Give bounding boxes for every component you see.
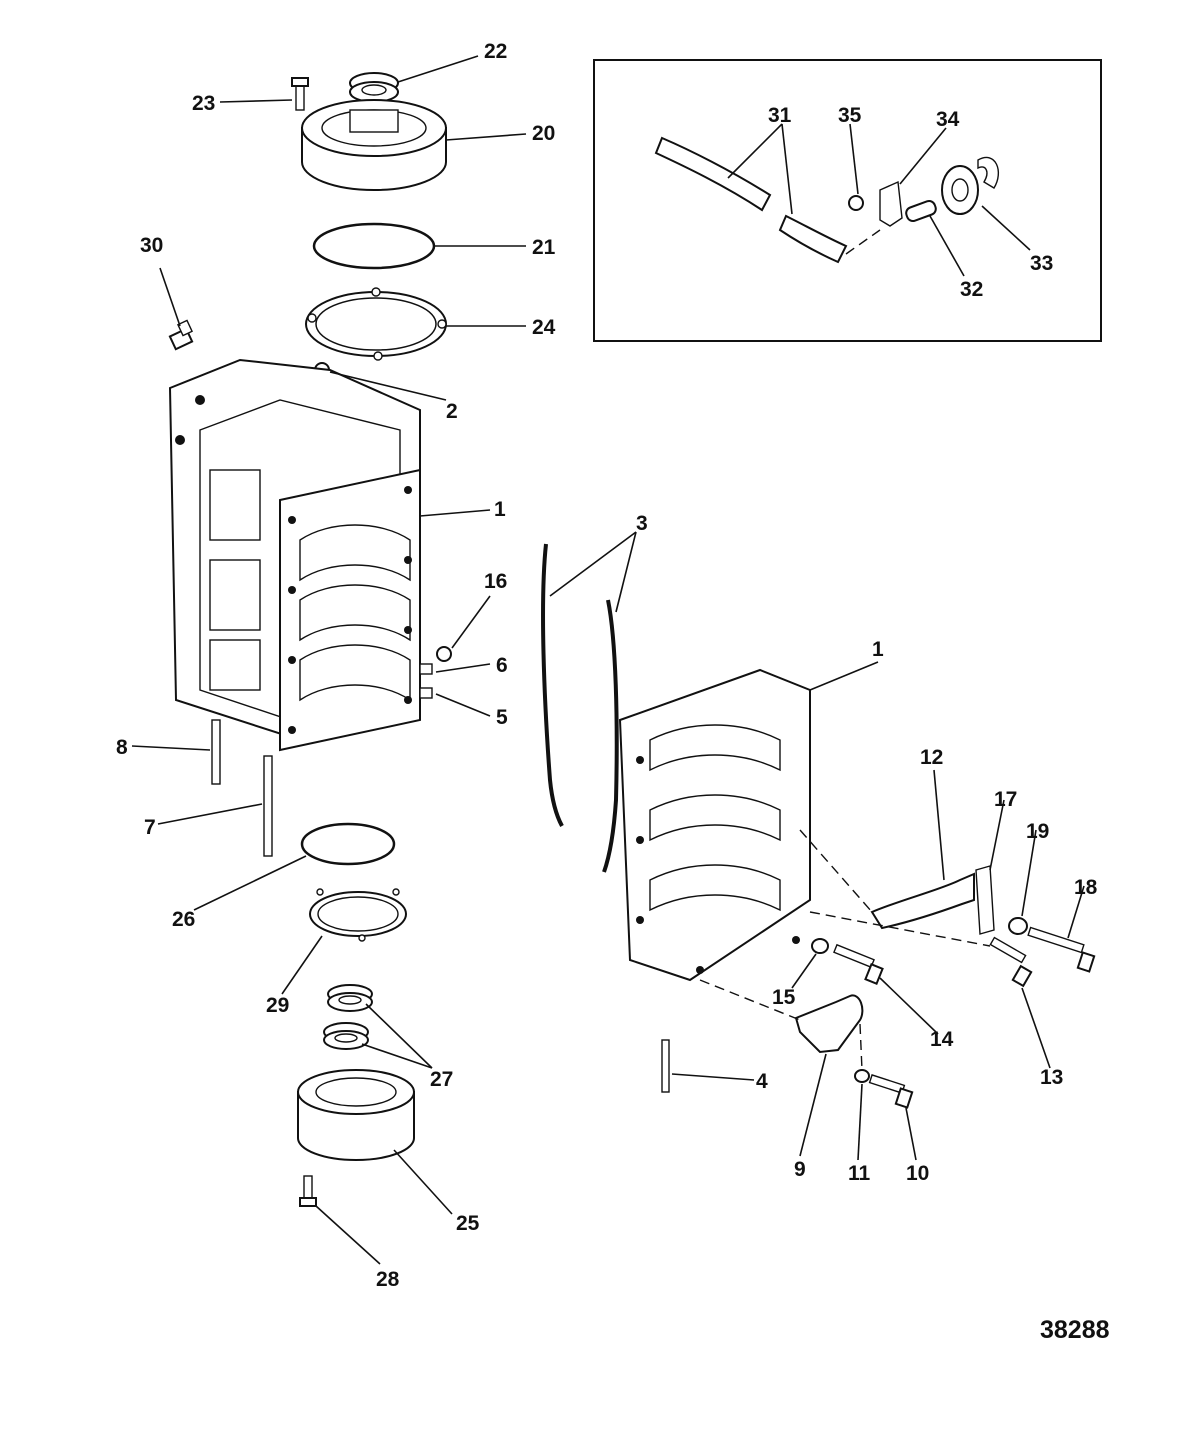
callout-13: 13 <box>1040 1066 1063 1089</box>
callout-22: 22 <box>484 40 507 63</box>
document-number: 38288 <box>1040 1316 1110 1344</box>
stud-part-4 <box>661 1039 670 1093</box>
washer-part-11 <box>854 1069 870 1083</box>
callout-6: 6 <box>496 654 508 677</box>
bolt-part-14 <box>833 943 884 985</box>
bolt-part-23 <box>291 77 309 111</box>
connector-part-33 <box>941 156 999 215</box>
callout-31: 31 <box>768 104 792 127</box>
screw-part-35 <box>848 195 864 211</box>
callout-1-left: 1 <box>494 498 506 521</box>
hose-part-31 <box>654 136 772 212</box>
bolt-part-28 <box>299 1175 317 1207</box>
fitting-part-32 <box>905 199 937 223</box>
callout-labels: 22 23 20 21 30 24 2 1 3 16 6 5 8 7 26 29… <box>116 40 1098 1291</box>
gasket-part-24 <box>305 287 447 361</box>
callout-4: 4 <box>756 1070 768 1093</box>
bracket-part-9 <box>794 994 864 1054</box>
stud-part-7 <box>263 755 273 857</box>
o-ring-part-26 <box>300 822 396 866</box>
bracket-part-12 <box>870 872 975 930</box>
callout-2: 2 <box>446 400 458 423</box>
callout-1-right: 1 <box>872 638 884 661</box>
callout-35: 35 <box>838 104 862 127</box>
callout-19: 19 <box>1026 820 1049 843</box>
callout-11: 11 <box>848 1162 871 1185</box>
hose-part-3-b <box>602 599 619 873</box>
seal-part-27 <box>323 984 373 1050</box>
callout-30: 30 <box>140 234 163 257</box>
stud-part-8 <box>211 719 221 785</box>
end-cap-part-25 <box>297 1069 415 1161</box>
washer-part-15 <box>811 938 829 954</box>
seal-part-22 <box>349 72 399 103</box>
callout-24: 24 <box>532 316 556 339</box>
callout-27: 27 <box>430 1068 453 1091</box>
cylinder-block-part-1 <box>168 358 421 752</box>
callout-23: 23 <box>192 92 215 115</box>
callout-14: 14 <box>930 1028 954 1051</box>
hose-part-3-a <box>541 543 564 827</box>
callout-20: 20 <box>532 122 555 145</box>
pin-part-6 <box>419 663 433 675</box>
callout-7: 7 <box>144 816 156 839</box>
crankcase-part-1 <box>618 668 811 982</box>
callout-18: 18 <box>1074 876 1098 899</box>
callout-32: 32 <box>960 278 983 301</box>
bolt-part-13 <box>989 936 1033 988</box>
clip-part-34 <box>879 180 903 227</box>
callout-10: 10 <box>906 1162 929 1185</box>
washer-part-19 <box>1008 917 1028 935</box>
callout-17: 17 <box>994 788 1017 811</box>
callout-3: 3 <box>636 512 648 535</box>
callout-16: 16 <box>484 570 507 593</box>
o-ring-part-21 <box>312 222 436 270</box>
callout-9: 9 <box>794 1158 806 1181</box>
callout-34: 34 <box>936 108 960 131</box>
callout-21: 21 <box>532 236 556 259</box>
inset-detail-box <box>593 59 1102 342</box>
callout-25: 25 <box>456 1212 480 1235</box>
hose-part-31-b <box>778 214 848 264</box>
callout-5: 5 <box>496 706 508 729</box>
pin-part-5 <box>419 687 433 699</box>
end-cap-part-20 <box>301 99 447 191</box>
callout-26: 26 <box>172 908 195 931</box>
plate-part-17 <box>975 865 995 935</box>
gasket-part-29 <box>309 888 407 942</box>
bolt-part-10 <box>868 1074 914 1109</box>
callout-29: 29 <box>266 994 289 1017</box>
fitting-part-30 <box>168 319 194 351</box>
nut-part-16 <box>436 646 452 662</box>
callout-12: 12 <box>920 746 943 769</box>
bolt-part-18 <box>1027 926 1096 973</box>
leader-lines <box>131 55 1085 1265</box>
callout-28: 28 <box>376 1268 400 1291</box>
callout-15: 15 <box>772 986 796 1009</box>
callout-33: 33 <box>1030 252 1053 275</box>
callout-8: 8 <box>116 736 128 759</box>
